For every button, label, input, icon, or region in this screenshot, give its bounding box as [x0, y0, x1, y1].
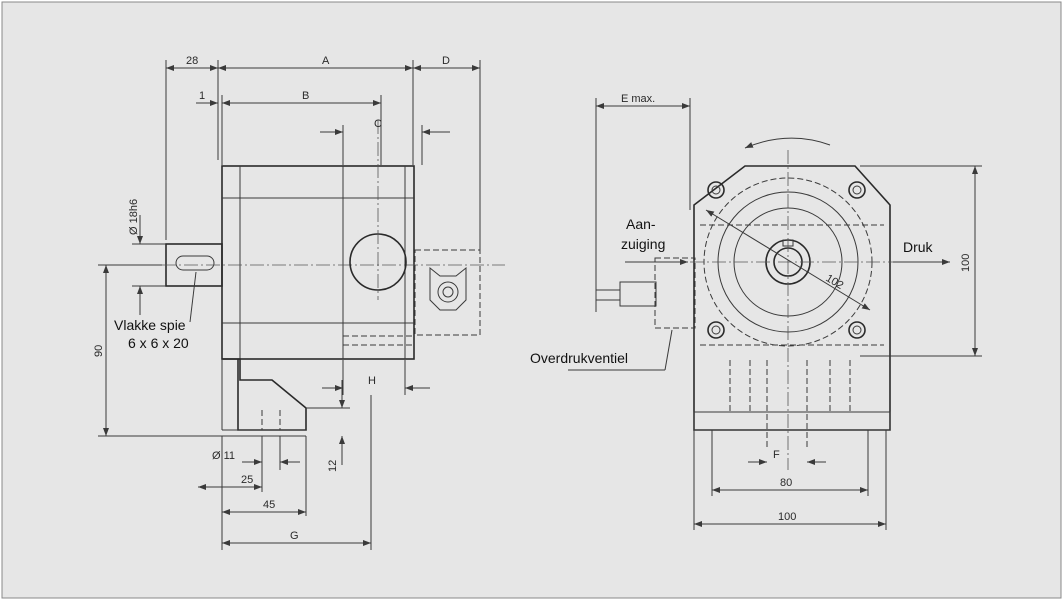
dim-100-horizontal: 100: [778, 511, 796, 523]
dim-e-max: E max.: [621, 93, 655, 105]
key-label-line2: 6 x 6 x 20: [128, 335, 189, 351]
dim-12: 12: [327, 460, 339, 472]
relief-valve-label: Overdrukventiel: [530, 350, 628, 366]
dim-100-vertical: 100: [960, 254, 972, 272]
inlet-label-line2: zuiging: [621, 236, 665, 252]
dim-f: F: [773, 449, 780, 461]
side-view: 28 A D 1 B C Ø 18h6 90 H Ø 11 25 45 12 G…: [93, 55, 505, 550]
dim-1: 1: [199, 90, 205, 102]
outlet-label: Druk: [903, 239, 934, 255]
dim-25: 25: [241, 474, 253, 486]
key-label-line1: Vlakke spie: [114, 317, 186, 333]
dim-a: A: [322, 55, 330, 67]
dim-hole-diameter: Ø 11: [212, 450, 235, 462]
dim-45: 45: [263, 499, 275, 511]
front-view: E max. 102 100 F 80 100 Aan- zuiging Dru…: [530, 93, 982, 530]
dim-shaft-diameter: Ø 18h6: [128, 199, 140, 235]
dim-d: D: [442, 55, 450, 67]
dim-h: H: [368, 375, 376, 387]
dim-90: 90: [93, 345, 105, 357]
dim-g: G: [290, 530, 299, 542]
dim-c: C: [374, 118, 382, 130]
dim-80: 80: [780, 477, 792, 489]
inlet-label-line1: Aan-: [626, 216, 656, 232]
dim-b: B: [302, 90, 309, 102]
dim-28: 28: [186, 55, 198, 67]
